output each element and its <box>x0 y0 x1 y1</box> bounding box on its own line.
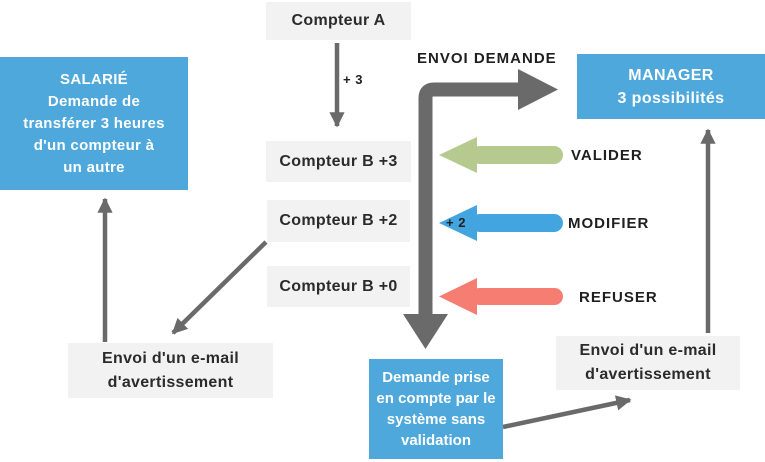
email-right-line2: d'avertissement <box>585 366 711 383</box>
node-compteur-b0-label: Compteur B +0 <box>279 277 398 295</box>
demande-auto-line4: validation <box>400 432 471 449</box>
arrow-demande-to-email <box>502 395 632 430</box>
label-plus3: + 3 <box>343 72 363 87</box>
arrow-refuser <box>439 278 563 315</box>
manager-line2: 3 possibilités <box>617 89 725 107</box>
node-salarie: SALARIÉ Demande de transférer 3 heures d… <box>0 57 188 190</box>
node-email-warning-left: Envoi d'un e-mail d'avertissement <box>68 343 273 398</box>
label-envoi-demande: ENVOI DEMANDE <box>417 50 557 67</box>
node-email-warning-right: Envoi d'un e-mail d'avertissement <box>556 336 740 390</box>
salarie-line1: SALARIÉ <box>60 70 128 88</box>
node-demande-auto: Demande prise en compte par le système s… <box>369 359 503 459</box>
node-compteur-b3-label: Compteur B +3 <box>279 152 398 170</box>
node-compteur-b2-label: Compteur B +2 <box>279 212 398 229</box>
demande-auto-line3: système sans <box>386 411 486 428</box>
arrow-modifier <box>439 205 563 241</box>
node-compteur-a-label: Compteur A <box>291 12 386 29</box>
demande-auto-line2: en compte par le <box>376 390 496 407</box>
salarie-line5: un autre <box>63 158 125 176</box>
manager-line1: MANAGER <box>628 66 714 84</box>
label-plus2: + 2 <box>446 215 466 230</box>
salarie-line4: d'un compteur à <box>33 136 155 154</box>
email-left-line1: Envoi d'un e-mail <box>102 349 239 367</box>
label-refuser: REFUSER <box>579 289 658 306</box>
email-left-line2: d'avertissement <box>107 373 234 391</box>
salarie-line2: Demande de <box>47 92 141 110</box>
email-right-line1: Envoi d'un e-mail <box>579 342 717 359</box>
arrow-b2-to-email <box>171 240 268 335</box>
node-compteur-a: Compteur A <box>266 2 411 40</box>
salarie-line3: transférer 3 heures <box>23 114 165 132</box>
label-modifier: MODIFIER <box>568 215 650 232</box>
node-compteur-b3: Compteur B +3 <box>266 141 411 182</box>
node-manager: MANAGER 3 possibilités <box>577 54 765 119</box>
node-compteur-b0: Compteur B +0 <box>267 266 410 307</box>
arrow-valider <box>439 137 563 173</box>
demande-auto-line1: Demande prise <box>382 369 490 386</box>
label-valider: VALIDER <box>571 147 643 164</box>
node-compteur-b2: Compteur B +2 <box>267 200 410 242</box>
arrow-envoi-demande <box>403 69 558 349</box>
